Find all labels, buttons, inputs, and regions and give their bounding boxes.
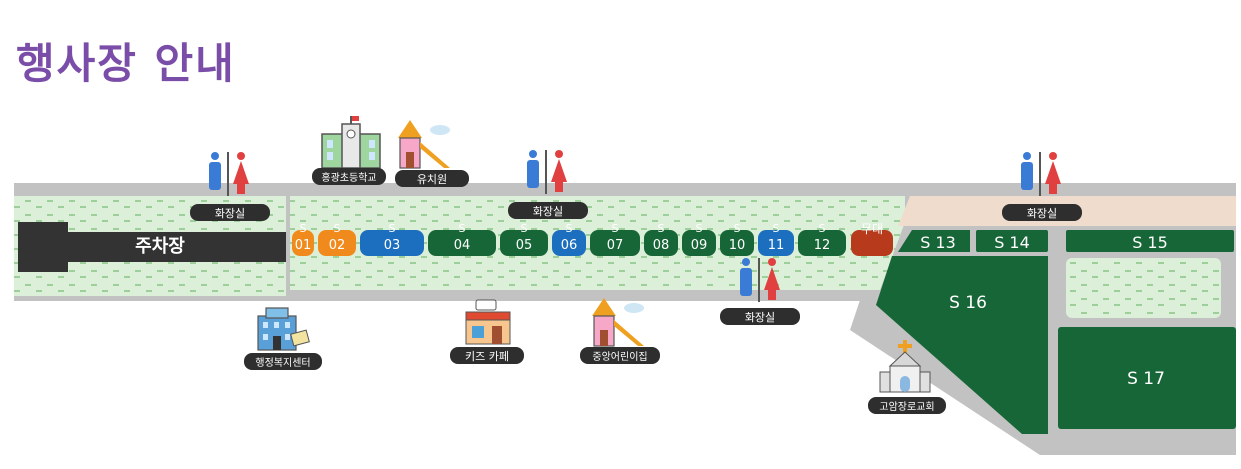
booth-s06[interactable]: S 06 [552,222,586,256]
booth-number: 11 [768,238,785,253]
booth-shape [552,230,586,256]
booth-number: 04 [454,238,471,253]
booth-s07[interactable]: S 07 [590,222,640,256]
kids-cafe-label: 키즈 카페 [465,350,509,363]
booth-s03[interactable]: S 03 [360,222,424,256]
kindergarten-label: 유치원 [417,173,447,186]
restroom-3[interactable]: 화장실 [720,258,800,325]
booth-prefix: S [300,222,307,235]
booth-s09[interactable]: S 09 [682,222,716,256]
booth-shape [318,230,356,256]
booth-s17[interactable]: S 17 [1058,327,1236,429]
booth-s01[interactable]: S 01 [292,222,314,256]
kindergarten-icon [398,120,450,169]
restroom-icon [209,152,249,196]
booth-s08[interactable]: S 08 [644,222,678,256]
booth-number: 05 [516,238,533,253]
daycare-label: 중앙어린이집 [592,351,647,363]
booth-prefix: S [819,222,826,235]
booth-s10[interactable]: S 10 [720,222,754,256]
booth-number: 10 [729,238,746,253]
admin-center-landmark[interactable]: 행정복지센터 [244,307,322,370]
booth-shape [758,230,794,256]
kids-cafe-landmark[interactable]: 키즈 카페 [450,299,524,364]
stage-label: 무대 [861,222,883,236]
booth-s15[interactable]: S 15 [1066,230,1234,252]
restroom-label: 화장실 [533,205,563,218]
restroom-icon [527,150,567,194]
restroom-label: 화장실 [215,207,245,220]
booth-shape [428,230,496,256]
booth-s13[interactable]: S 13 [898,230,970,252]
booth-shape [292,230,314,256]
booth-number: 06 [561,238,578,253]
booth-s17-label: S 17 [1127,369,1165,389]
booth-number: 09 [691,238,708,253]
booth-shape [682,230,716,256]
booth-s12[interactable]: S 12 [798,222,846,256]
church-label: 고암장로교회 [879,401,934,413]
booth-s04[interactable]: S 04 [428,222,496,256]
restroom-icon [740,258,780,302]
restroom-1[interactable]: 화장실 [190,152,270,221]
booth-s02[interactable]: S 02 [318,222,356,256]
parking-lot: 주차장 [18,222,286,272]
booth-prefix: S [566,222,573,235]
restroom-4[interactable]: 화장실 [1002,152,1082,221]
restroom-icon [1021,152,1061,196]
cafe-icon [465,299,511,345]
restroom-label: 화장실 [1027,207,1057,220]
booth-number: 07 [607,238,624,253]
booth-shape [360,230,424,256]
school-icon [321,116,381,169]
parking-label: 주차장 [135,236,185,257]
lawn-right [1066,258,1221,318]
page-title: 행사장 안내 [16,39,236,88]
booth-shape [798,230,846,256]
booth-s14-label: S 14 [994,233,1030,252]
kindergarten-landmark[interactable]: 유치원 [395,120,469,187]
booth-prefix: S [459,222,466,235]
booth-number: 03 [384,238,401,253]
booth-shape [720,230,754,256]
booth-prefix: S [658,222,665,235]
booth-s16[interactable]: S 16 [876,256,1048,434]
church-landmark[interactable]: 고암장로교회 [868,340,946,414]
school-label: 홍광초등학교 [321,171,376,184]
daycare-icon [592,298,644,347]
booth-shape [500,230,548,256]
booth-prefix: S [389,222,396,235]
booth-number: 12 [814,238,831,253]
church-icon [879,340,931,393]
booth-shape [644,230,678,256]
booth-s11[interactable]: S 11 [758,222,794,256]
restroom-label: 화장실 [745,311,775,324]
booth-s14[interactable]: S 14 [976,230,1048,252]
booth-s16-label: S 16 [949,293,987,313]
admin-center-label: 행정복지센터 [255,357,310,369]
stage[interactable]: 무대 [851,222,893,256]
booth-prefix: S [696,222,703,235]
restroom-2[interactable]: 화장실 [508,150,588,219]
booth-number: 08 [653,238,670,253]
daycare-landmark[interactable]: 중앙어린이집 [580,298,660,364]
booth-number: 01 [295,238,312,253]
booth-number: 02 [329,238,346,253]
booth-s15-label: S 15 [1132,233,1168,252]
booth-s05[interactable]: S 05 [500,222,548,256]
building-icon [257,307,310,351]
booth-prefix: S [773,222,780,235]
booth-row: S 01 S 02 S 03 S 04 S 05 S 06 S 07 S 08 S 09 S 10 S 11 S 12 [292,222,846,256]
booth-shape [590,230,640,256]
booth-s13-label: S 13 [920,233,956,252]
booth-prefix: S [612,222,619,235]
booth-prefix: S [334,222,341,235]
school-landmark[interactable]: 홍광초등학교 [312,116,386,185]
booth-prefix: S [521,222,528,235]
booth-prefix: S [734,222,741,235]
